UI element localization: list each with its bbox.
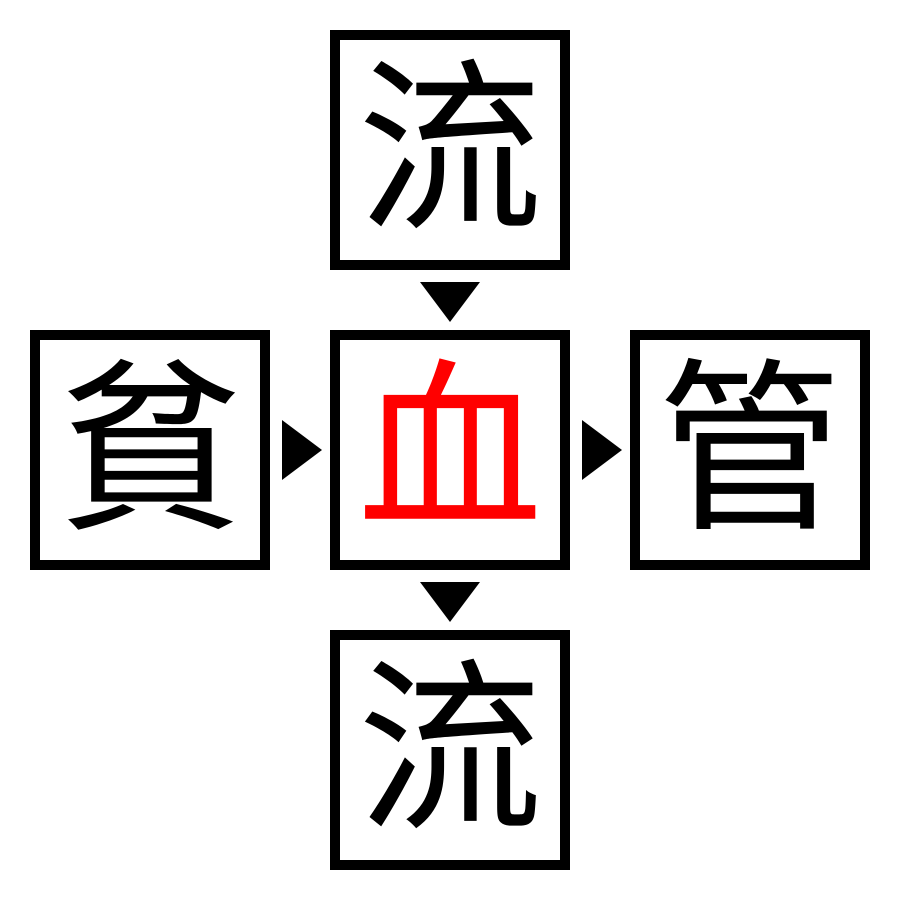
kanji-bottom: 流 (357, 641, 543, 858)
kanji-center: 血 (357, 341, 543, 558)
kanji-box-top: 流 (330, 30, 570, 270)
kanji-box-bottom: 流 (330, 630, 570, 870)
kanji-right: 管 (657, 341, 843, 558)
arrow-right-icon (582, 420, 622, 480)
arrow-down-icon (420, 282, 480, 322)
kanji-box-center: 血 (330, 330, 570, 570)
kanji-top: 流 (357, 41, 543, 258)
kanji-box-left: 貧 (30, 330, 270, 570)
arrow-down-icon (420, 582, 480, 622)
kanji-box-right: 管 (630, 330, 870, 570)
arrow-right-icon (282, 420, 322, 480)
kanji-left: 貧 (57, 341, 243, 558)
